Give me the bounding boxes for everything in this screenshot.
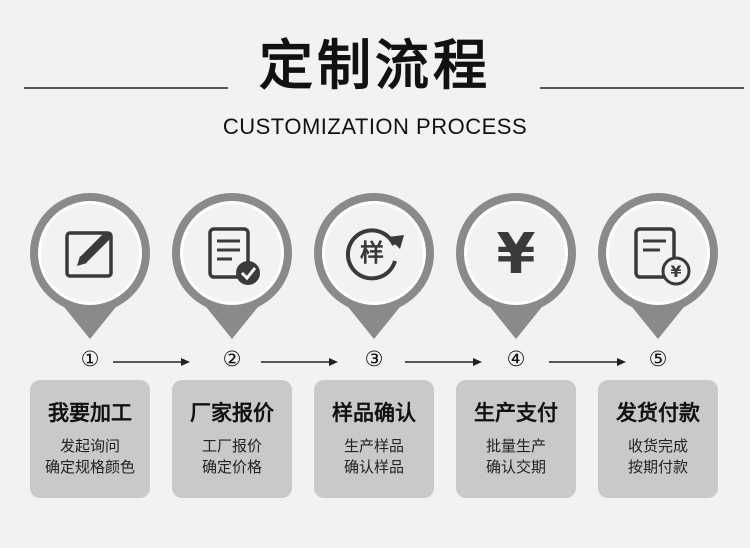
step-2-pin xyxy=(172,193,292,343)
step-4-desc: 批量生产 确认交期 xyxy=(456,436,576,478)
sample-refresh-icon-glyph: 样 xyxy=(360,239,384,267)
page-subtitle: CUSTOMIZATION PROCESS xyxy=(222,114,528,139)
step-4-number: ④ xyxy=(506,347,526,371)
step-3-number: ③ xyxy=(364,347,384,371)
step-1-card: 我要加工 发起询问 确定规格颜色 xyxy=(30,380,150,498)
step-2-card: 厂家报价 工厂报价 确定价格 xyxy=(172,380,292,498)
step-5-title: 发货付款 xyxy=(616,401,700,425)
yen-icon: ¥ xyxy=(497,222,536,287)
step-1-number: ① xyxy=(80,347,100,371)
step-2-number: ② xyxy=(222,347,242,371)
step-3-title: 样品确认 xyxy=(332,401,416,425)
title-divider-left xyxy=(24,87,228,89)
flow-arrow-3 xyxy=(405,358,482,366)
flow-arrow-1 xyxy=(113,358,190,366)
step-2-desc-line1: 工厂报价 xyxy=(201,437,262,455)
step-2-desc-line2: 确定价格 xyxy=(201,458,262,476)
step-1-title: 我要加工 xyxy=(48,401,132,425)
step-3-desc: 生产样品 确认样品 xyxy=(314,436,434,478)
edit-icon xyxy=(65,231,113,278)
flow-arrow-2 xyxy=(261,358,338,366)
step-1-desc-line1: 发起询问 xyxy=(59,437,120,455)
step-4-card: 生产支付 批量生产 确认交期 xyxy=(456,380,576,498)
step-3-desc-line2: 确认样品 xyxy=(343,458,404,476)
step-3-pin: 样 xyxy=(314,193,434,343)
step-5-pin: ¥ xyxy=(598,193,718,343)
step-1-pin xyxy=(30,193,150,343)
sample-refresh-icon: 样 xyxy=(345,228,404,281)
step-5-desc-line1: 收货完成 xyxy=(627,437,688,455)
title-divider-right xyxy=(540,87,744,89)
step-5-desc: 收货完成 按期付款 xyxy=(598,436,718,478)
step-4-desc-line1: 批量生产 xyxy=(485,437,546,455)
step-4-pin: ¥ xyxy=(456,193,576,343)
step-4-title: 生产支付 xyxy=(474,401,558,425)
step-5-card: 发货付款 收货完成 按期付款 xyxy=(598,380,718,498)
invoice-yen-glyph: ¥ xyxy=(670,262,681,281)
step-2-title: 厂家报价 xyxy=(190,401,274,425)
step-3-desc-line1: 生产样品 xyxy=(343,437,404,455)
flow-arrow-4 xyxy=(549,358,626,366)
checklist-icon xyxy=(208,227,260,285)
page-title: 定制流程 xyxy=(259,34,491,97)
step-5-desc-line2: 按期付款 xyxy=(627,458,688,476)
step-1-desc: 发起询问 确定规格颜色 xyxy=(30,436,150,478)
step-4-desc-line2: 确认交期 xyxy=(485,458,546,476)
step-2-desc: 工厂报价 确定价格 xyxy=(172,436,292,478)
step-5-number: ⑤ xyxy=(648,347,668,371)
step-3-card: 样品确认 生产样品 确认样品 xyxy=(314,380,434,498)
invoice-yen-icon: ¥ xyxy=(634,227,691,286)
step-1-desc-line2: 确定规格颜色 xyxy=(44,458,135,476)
